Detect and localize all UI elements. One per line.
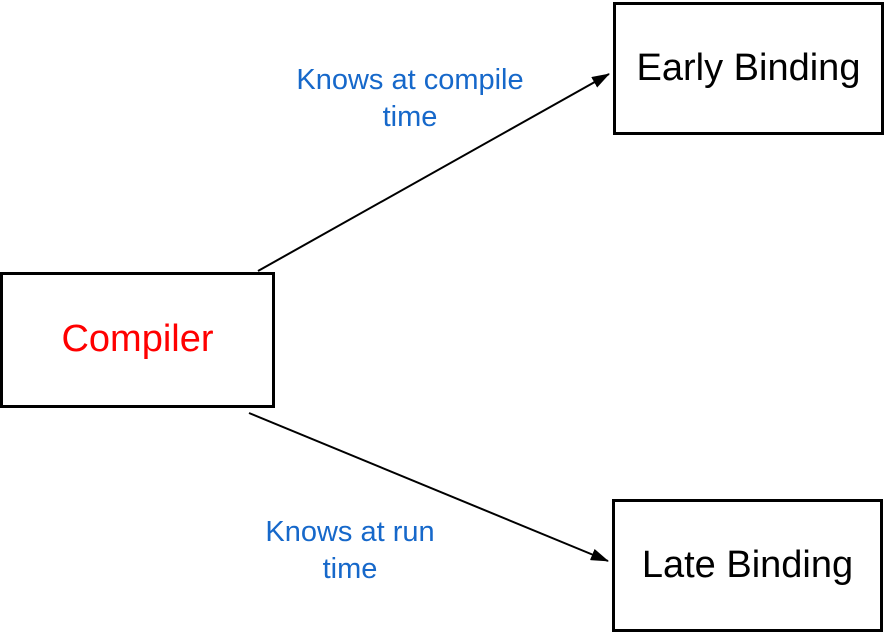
- node-early-binding: Early Binding: [613, 2, 884, 135]
- node-compiler-label: Compiler: [61, 318, 214, 361]
- node-early-binding-label: Early Binding: [636, 46, 861, 89]
- edge-label-run-line1: Knows at run: [265, 516, 435, 548]
- edge-label-compile-line1: Knows at compile: [296, 64, 524, 96]
- edge-label-knows-at-compile-time: Knows at compile time: [250, 62, 570, 136]
- node-late-binding-label: Late Binding: [641, 543, 854, 586]
- node-late-binding: Late Binding: [612, 499, 883, 632]
- edge-label-run-line2: time: [322, 553, 378, 586]
- node-compiler: Compiler: [0, 272, 275, 408]
- edge-label-knows-at-run-time: Knows at run time: [200, 514, 500, 588]
- edge-label-compile-line2: time: [382, 101, 438, 134]
